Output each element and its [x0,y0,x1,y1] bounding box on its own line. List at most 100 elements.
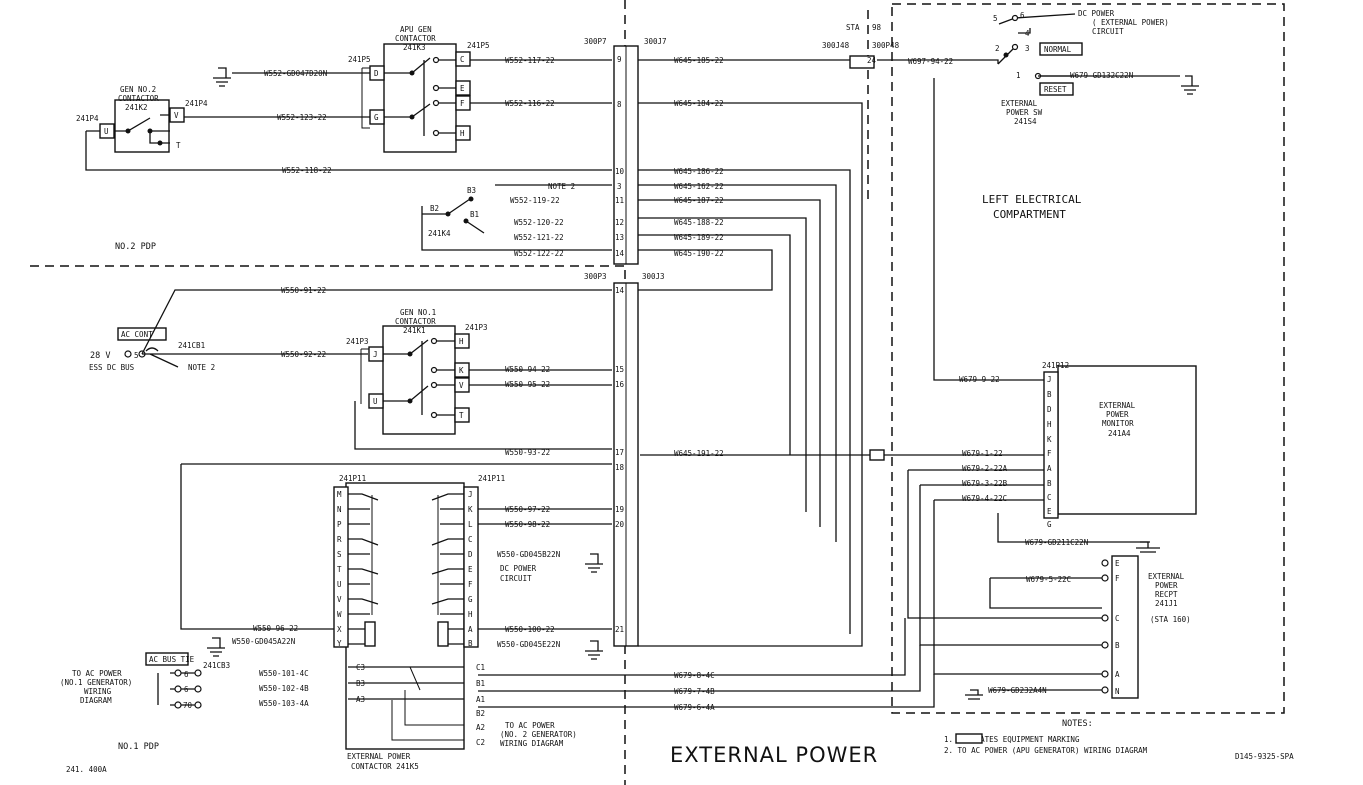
main-contact: A3 [356,695,365,704]
wire-label: W550-95-22 [505,380,550,389]
monitor-pin: C [1047,493,1052,502]
wire-label: W550-GD045A22N [232,637,295,646]
cb1-bus: ESS DC BUS [89,363,135,372]
wire-label: W550-91-22 [281,286,326,295]
pin-y: Y [337,639,342,648]
apu-label: CONTACTOR [395,34,436,43]
wiring-upper [85,59,1180,647]
to-ac2-label: WIRING DIAGRAM [500,739,564,748]
wire-label: W550-97-22 [505,505,550,514]
diagram-title: EXTERNAL POWER [670,743,878,767]
k4-pin-label: B2 [430,204,439,213]
to-ac2-label: TO AC POWER [505,721,555,730]
to-ac1: TO AC POWER [72,669,122,678]
monitor-label: 241A4 [1108,429,1131,438]
wire-label: W679-1-22 [962,449,1003,458]
recept-pin: A [1115,670,1120,679]
ext-contactor-plug: 241P11 [339,474,366,483]
p3-pin: 15 [615,365,624,374]
gen1-pin: H [459,337,464,346]
wire-label: W552-122-22 [514,249,564,258]
wire-label: W679-5-22C [1026,575,1071,584]
wire-label: W552-117-22 [505,56,555,65]
k4-pin-label: B3 [467,186,476,195]
gen1-label: 241K1 [403,326,426,335]
cb1-box: AC CONT [121,330,153,339]
recept-pin: N [1115,687,1120,696]
wire-label: W679-3-22B [962,479,1008,488]
wire-label: W645-162-22 [674,182,724,191]
wire-label: W679-GD132C22N [1070,71,1133,80]
cb3-pin: 6 [184,670,189,679]
gen2-label: CONTACTOR [118,94,159,103]
dc-power-circuit-label: CIRCUIT [500,574,532,583]
left-compartment-label: COMPARTMENT [993,208,1066,221]
external-power-switch: EXTERNAL POWER SW 241S4 NORMAL RESET 1 2… [993,9,1169,126]
gen1-contactor: GEN NO.1 CONTACTOR 241K1 241P3 241P3 J U… [346,308,488,435]
wire-label: W645-186-22 [674,167,724,176]
sw-pin: 5 [993,14,998,23]
wire-label: W697-94-22 [908,57,953,66]
p3-pin: 18 [615,463,625,472]
note2-label: NOTE 2 [548,182,575,191]
cb1-voltage: 28 V [90,351,110,361]
wire-label: W679-4-22C [962,494,1007,503]
ground-symbols [207,67,1199,700]
sw-pin: 1 [1016,71,1021,80]
apu-label: APU GEN [400,25,432,34]
pin-r: R [337,535,342,544]
to-ac1: (NO.1 GENERATOR) [60,678,132,687]
recept-label: EXTERNAL [1148,572,1185,581]
pin-u: U [337,580,342,589]
p3-pin-numbers: 14 15 16 17 18 19 20 21 [615,286,625,634]
monitor-label: POWER [1106,410,1129,419]
p3-pin: 21 [615,625,624,634]
connector-300p3: 300P3 300J3 [584,272,665,647]
gen1-pin: U [373,397,378,406]
footer-left-code: 241. 400A [66,765,107,774]
monitor-pin: F [1047,449,1052,458]
pin-x: X [337,625,342,634]
apu-plug-label: 241P5 [348,55,371,64]
main-contact: C3 [356,663,365,672]
k4-pin-label: B1 [470,210,479,219]
external-power-receptacle: E F C B A N EXTERNAL POWER RECPT 241J1 (… [1101,555,1191,699]
apu-plug-label: 241P5 [467,41,490,50]
p7-pin: 14 [615,249,625,258]
pin-p: P [337,520,342,529]
to-ac1: WIRING [84,687,112,696]
pin-n: N [337,505,342,514]
wire-label: W550-94-22 [505,365,550,374]
wire-label: W550-93-22 [505,448,550,457]
pin-l: L [468,520,473,529]
gen2-plug-label: 241P4 [185,99,208,108]
gen1-pin: T [459,411,464,420]
connector-label-300p3: 300P3 [584,272,607,281]
monitor-pin: H [1047,420,1052,429]
apu-pin: C [460,55,465,64]
ext-sw-label: EXTERNAL [1001,99,1038,108]
to-ac2-label: (NO. 2 GENERATOR) [500,730,577,739]
sw-pin: 6 [1020,11,1025,20]
p7-pin: 12 [615,218,624,227]
p7-pin: 11 [615,196,624,205]
p7-pin-numbers: 9 8 10 3 11 12 13 14 [615,55,625,258]
wire-label: W550-92-22 [281,350,326,359]
wire-label: W679-6-4A [674,703,715,712]
p3-pin: 20 [615,520,625,529]
wire-label: W679-GD232A4N [988,686,1047,695]
pin-w: W [337,610,342,619]
pin-m: M [337,490,342,499]
pin-v: V [337,595,342,604]
wire-label: W552-119-22 [510,196,560,205]
left-compartment-label: LEFT ELECTRICAL [982,193,1082,206]
monitor-plug: 241P12 [1042,361,1069,370]
pin-b: B [468,639,473,648]
monitor-pin: E [1047,507,1052,516]
monitor-pin: B [1047,479,1052,488]
wire-label: W679-9-22 [959,375,1000,384]
monitor-label: EXTERNAL [1099,401,1136,410]
wire-label: W550-101-4C [259,669,309,678]
p3-pin: 17 [615,448,624,457]
